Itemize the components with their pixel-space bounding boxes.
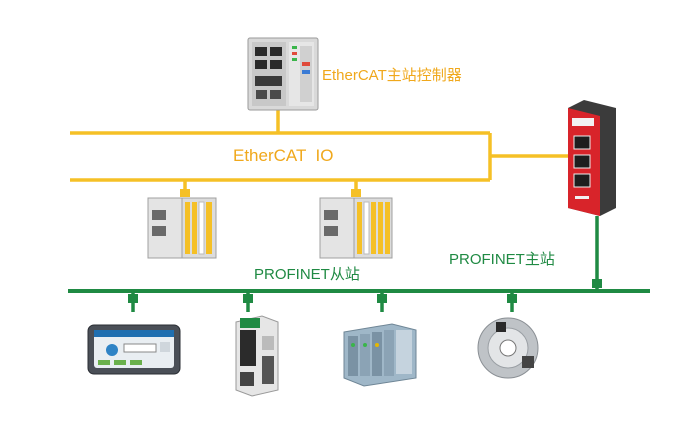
controller-label: EtherCAT主站控制器 xyxy=(322,67,462,84)
io-connector-1 xyxy=(180,189,190,197)
ethercat-io-module-2 xyxy=(319,197,393,259)
remote-io-rack xyxy=(343,323,417,387)
rotary-encoder xyxy=(477,317,539,379)
ethercat-bus xyxy=(70,108,570,182)
profinet-drops xyxy=(131,291,514,312)
hmi-panel xyxy=(87,324,181,375)
ethercat-io-label: EtherCAT IO xyxy=(233,146,334,165)
ethercat-io-module-1 xyxy=(147,197,217,259)
servo-drive xyxy=(235,315,279,397)
io-drops xyxy=(180,180,361,197)
profinet-bus xyxy=(68,216,650,312)
profinet-master-label: PROFINET主站 xyxy=(449,251,555,268)
ethercat-master-controller xyxy=(247,37,319,111)
ethercat-profinet-gateway xyxy=(568,100,616,216)
profinet-slave-label: PROFINET从站 xyxy=(254,266,360,283)
io-connector-2 xyxy=(351,189,361,197)
